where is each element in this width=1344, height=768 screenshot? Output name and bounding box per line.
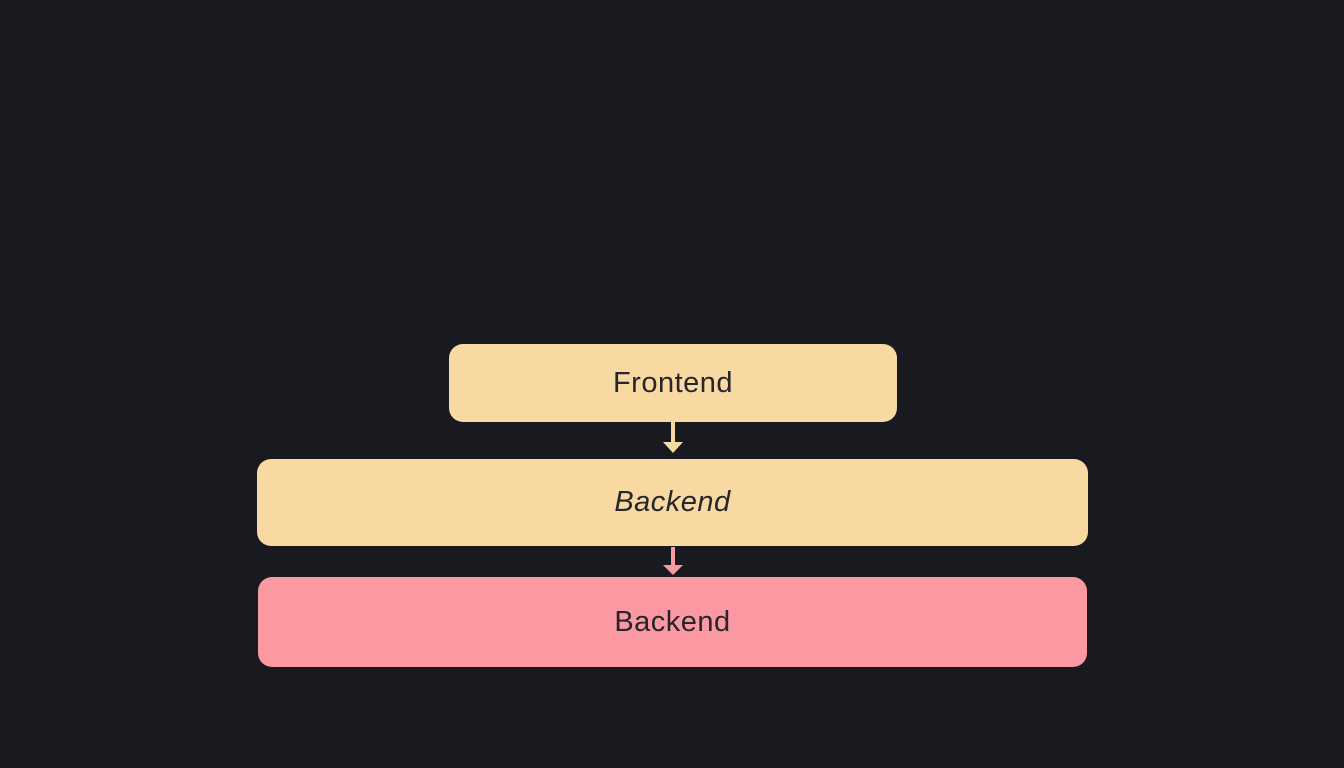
node-backend-middle: Backend xyxy=(257,459,1088,546)
node-frontend: Frontend xyxy=(449,344,897,422)
node-backend-middle-label: Backend xyxy=(614,486,731,518)
node-backend-bottom: Backend xyxy=(258,577,1087,667)
down-arrow-icon xyxy=(663,547,683,575)
arrow-stem xyxy=(671,422,675,443)
arrow-head xyxy=(663,565,683,575)
node-frontend-label: Frontend xyxy=(612,366,734,399)
node-backend-bottom-label: Backend xyxy=(614,605,731,638)
arrow-head xyxy=(663,442,683,453)
arrow-stem xyxy=(671,547,675,566)
down-arrow-icon xyxy=(663,422,683,453)
